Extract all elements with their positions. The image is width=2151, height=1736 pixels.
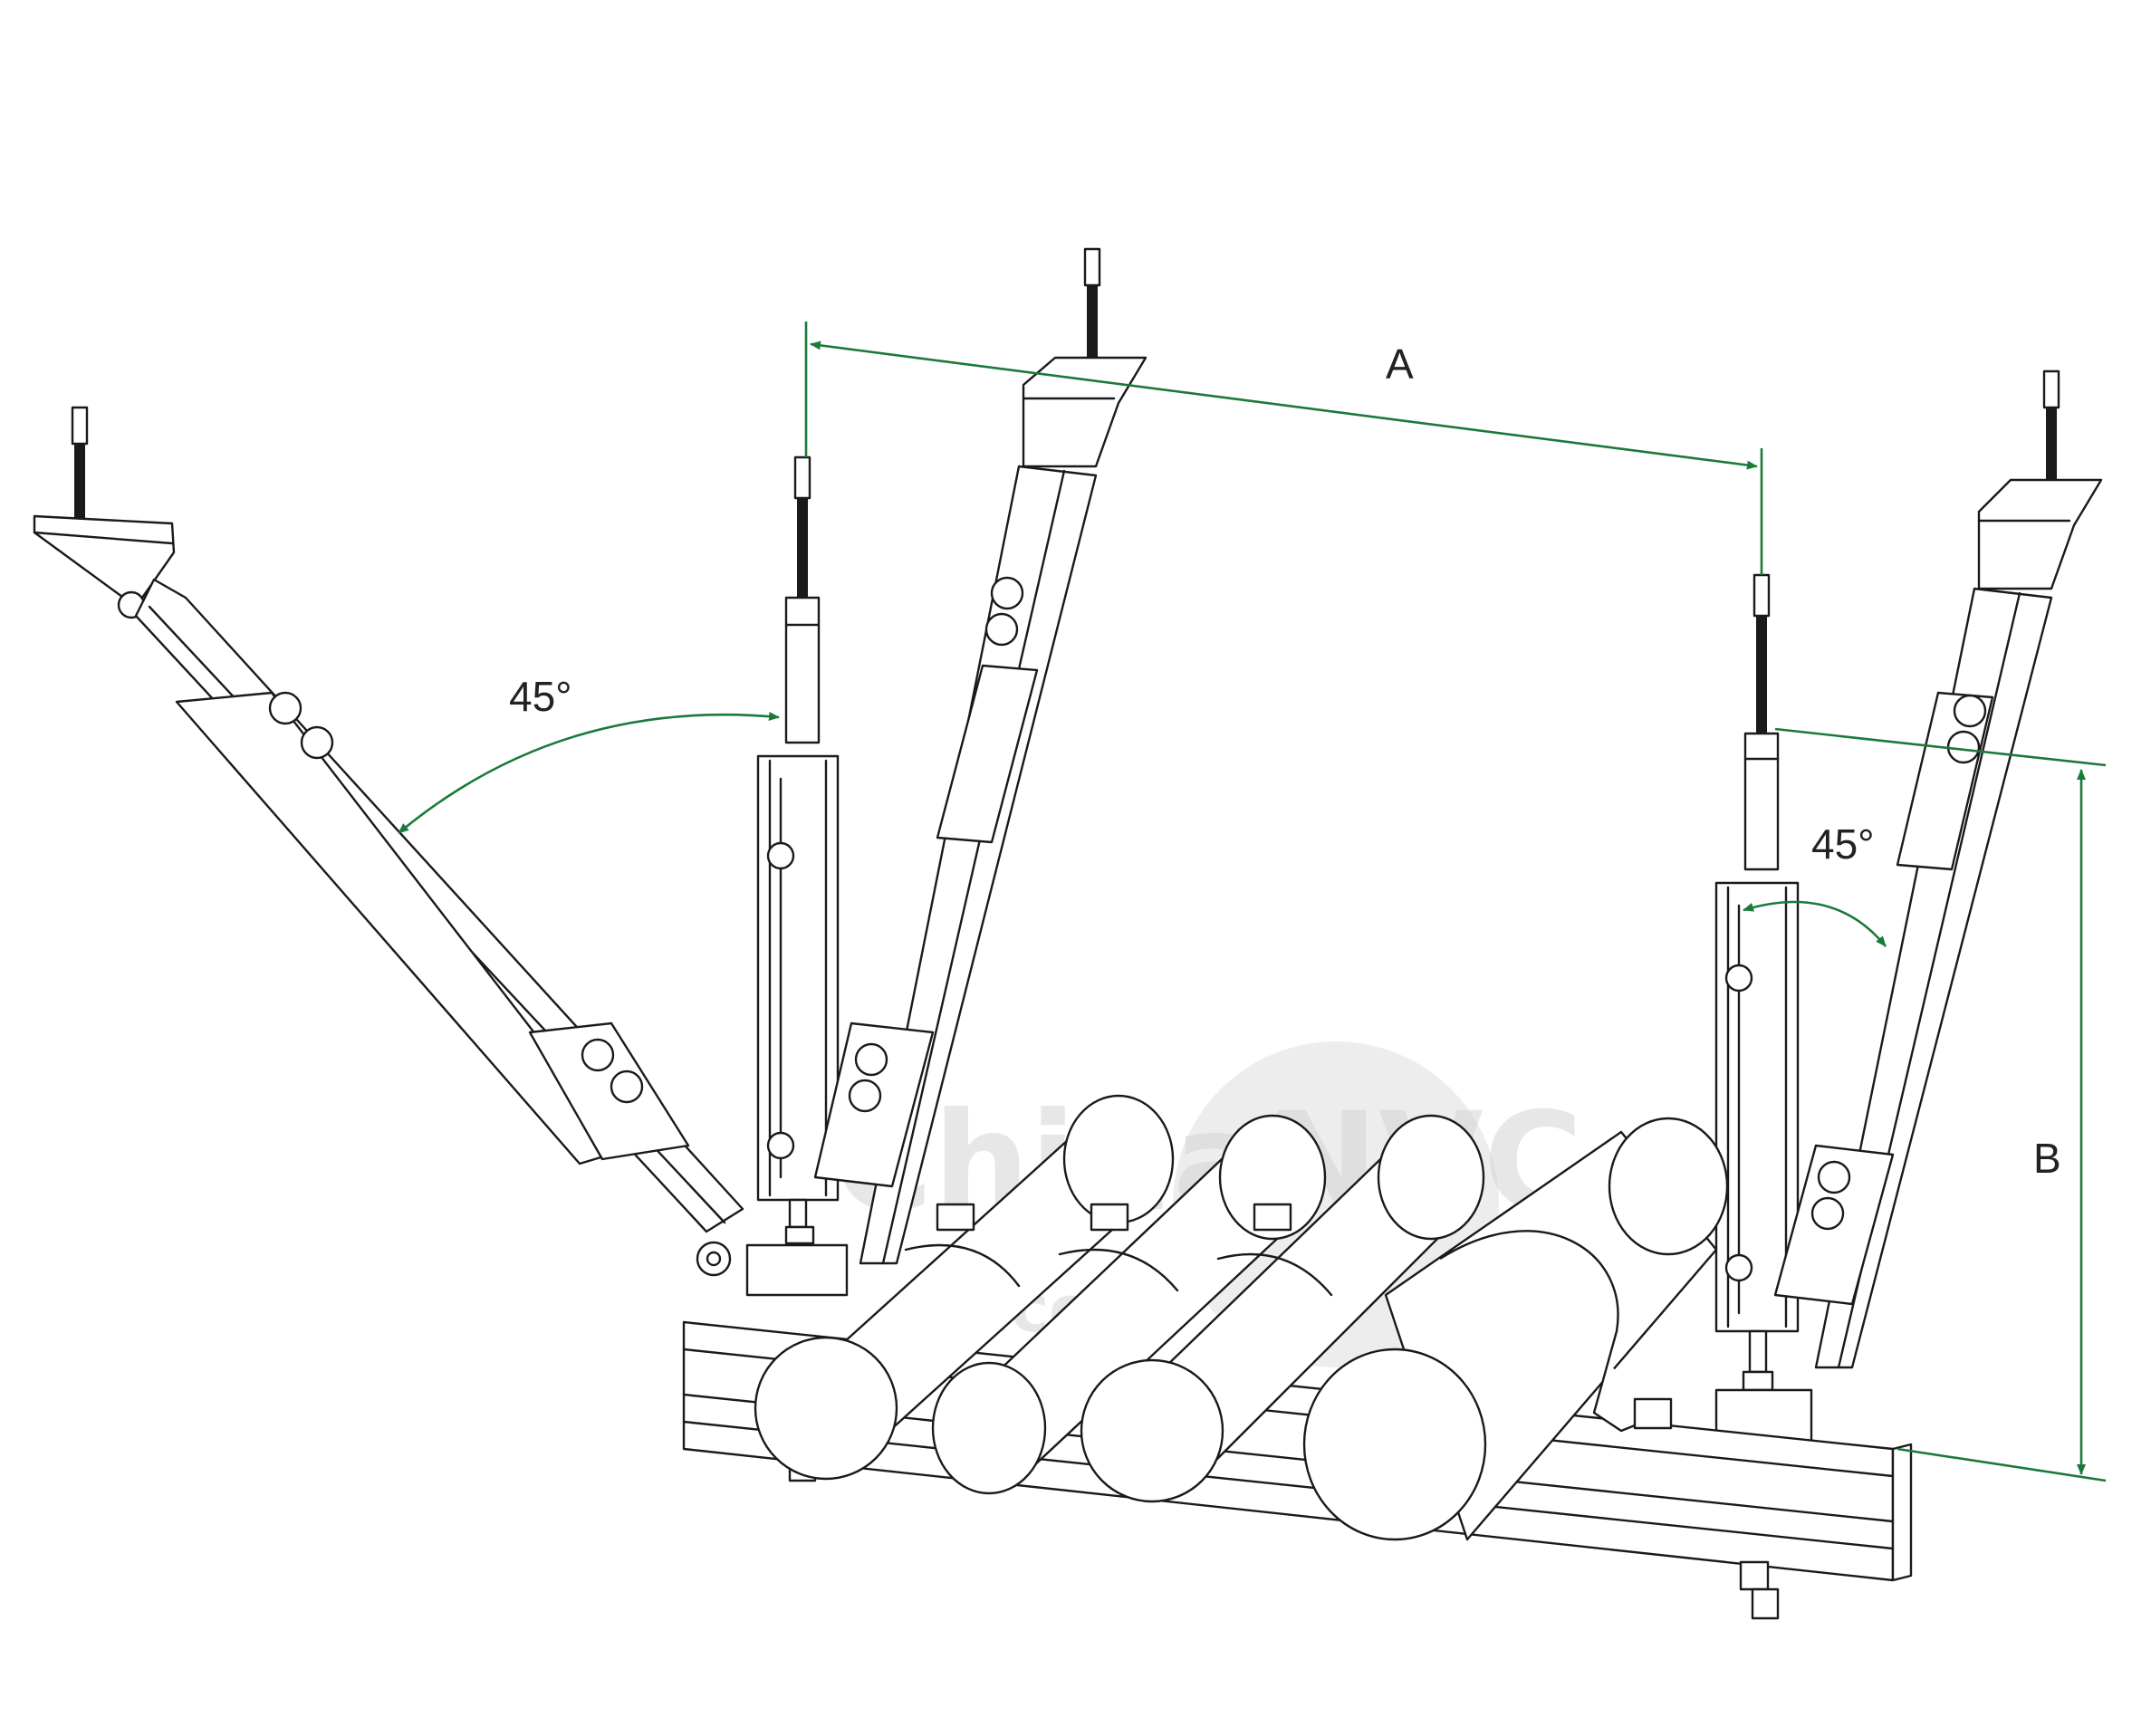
pipe-clamps xyxy=(904,1203,1333,1297)
dimension-a-label: A xyxy=(1386,340,1414,388)
angle-right: 45° xyxy=(1743,820,1887,947)
right-vertical-hanger xyxy=(1714,573,1813,1451)
left-diagonal-brace xyxy=(33,406,744,1277)
pipe-1-end xyxy=(754,1336,898,1481)
dimension-a: A xyxy=(804,321,1763,575)
angle-left: 45° xyxy=(398,673,780,834)
angle-right-label: 45° xyxy=(1811,820,1875,868)
dimension-b: B xyxy=(1774,727,2107,1482)
dimension-b-label: B xyxy=(2033,1135,2061,1182)
pipe-4-end xyxy=(1302,1348,1487,1541)
angle-left-label: 45° xyxy=(509,673,572,720)
pipes xyxy=(754,1094,1729,1541)
pipe-2-end xyxy=(931,1361,1047,1495)
pipe-3-end xyxy=(1080,1358,1224,1503)
right-diagonal-brace xyxy=(1773,369,2103,1369)
